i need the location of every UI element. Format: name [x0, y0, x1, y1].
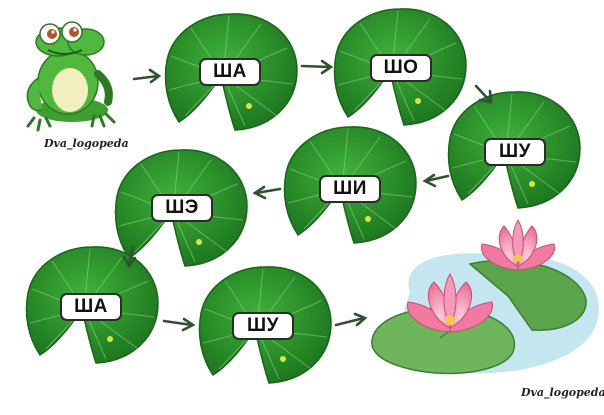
syllable-card-7[interactable]: ШУ	[232, 312, 294, 340]
arrow-right-icon	[122, 245, 137, 269]
arrow-right-icon	[422, 173, 450, 188]
syllable-card-3[interactable]: ШУ	[484, 138, 546, 166]
syllable-card-4[interactable]: ШИ	[319, 175, 381, 203]
frog-icon	[26, 21, 116, 132]
watermark-top: Dva_logopeda	[44, 137, 129, 150]
watermark-bottom: Dva_logopeda	[521, 386, 604, 399]
arrow-right-icon	[132, 68, 162, 84]
syllable-card-1[interactable]: ША	[199, 58, 261, 86]
arrow-right-icon	[334, 312, 368, 327]
arrow-right-icon	[300, 59, 334, 75]
arrow-right-icon	[162, 317, 196, 332]
lotus-pond-icon	[371, 219, 599, 375]
syllable-card-2[interactable]: ШО	[370, 54, 432, 82]
syllable-card-6[interactable]: ША	[60, 293, 122, 321]
syllable-card-5[interactable]: ШЭ	[151, 194, 213, 222]
arrow-right-icon	[474, 84, 493, 104]
arrow-right-icon	[252, 185, 282, 200]
